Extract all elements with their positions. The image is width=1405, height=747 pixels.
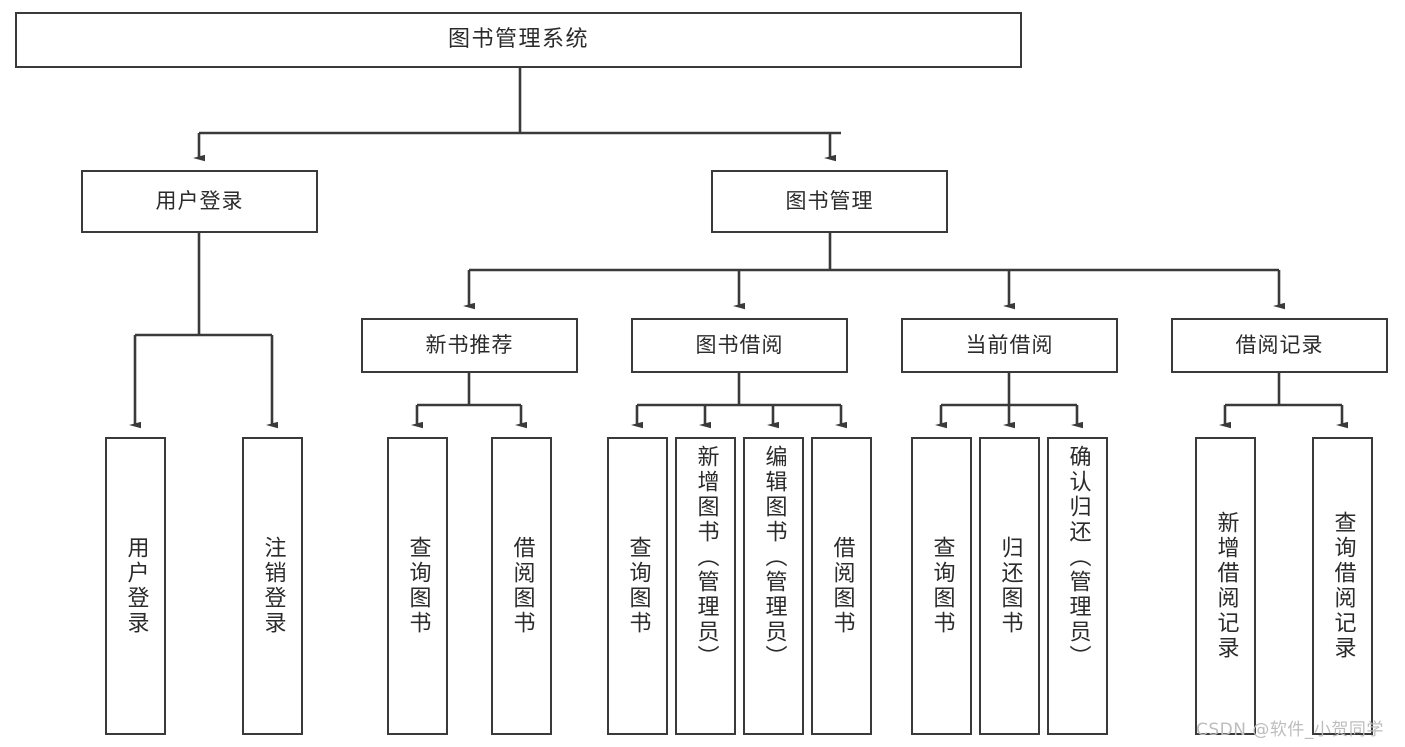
node-leaf-return-book[interactable]: 归还图书 <box>979 437 1040 735</box>
node-book-manage[interactable]: 图书管理 <box>711 170 948 233</box>
node-leaf-add-book-label: 新增图书（管理员） <box>693 445 719 670</box>
node-leaf-user-login[interactable]: 用户登录 <box>105 437 166 735</box>
node-leaf-borrow-book-1[interactable]: 借阅图书 <box>491 437 552 735</box>
node-leaf-query-book-3-label: 查询图书 <box>929 536 955 636</box>
node-leaf-query-book-2[interactable]: 查询图书 <box>607 437 668 735</box>
node-user-login[interactable]: 用户登录 <box>81 170 318 233</box>
node-leaf-add-record[interactable]: 新增借阅记录 <box>1195 437 1256 735</box>
node-leaf-query-book-1[interactable]: 查询图书 <box>387 437 448 735</box>
node-leaf-add-record-label: 新增借阅记录 <box>1213 511 1239 661</box>
node-borrow-record[interactable]: 借阅记录 <box>1171 318 1388 373</box>
node-leaf-query-record[interactable]: 查询借阅记录 <box>1312 437 1373 735</box>
node-current-borrow[interactable]: 当前借阅 <box>901 318 1118 373</box>
node-borrow-record-label: 借阅记录 <box>1235 333 1324 358</box>
node-leaf-query-book-3[interactable]: 查询图书 <box>911 437 972 735</box>
node-leaf-query-record-label: 查询借阅记录 <box>1330 511 1356 661</box>
node-leaf-query-book-2-label: 查询图书 <box>625 536 651 636</box>
node-leaf-add-book[interactable]: 新增图书（管理员） <box>675 437 736 735</box>
node-leaf-query-book-1-label: 查询图书 <box>405 536 431 636</box>
node-root-label: 图书管理系统 <box>447 27 589 53</box>
node-leaf-borrow-book-2[interactable]: 借阅图书 <box>811 437 872 735</box>
node-book-borrow-label: 图书借阅 <box>695 333 784 358</box>
node-current-borrow-label: 当前借阅 <box>965 333 1054 358</box>
node-leaf-confirm-return[interactable]: 确认归还（管理员） <box>1047 437 1108 735</box>
node-leaf-borrow-book-2-label: 借阅图书 <box>829 536 855 636</box>
node-leaf-borrow-book-1-label: 借阅图书 <box>509 536 535 636</box>
node-leaf-confirm-return-label: 确认归还（管理员） <box>1065 445 1091 670</box>
node-book-borrow[interactable]: 图书借阅 <box>631 318 848 373</box>
node-leaf-edit-book[interactable]: 编辑图书（管理员） <box>743 437 804 735</box>
node-leaf-user-login-label: 用户登录 <box>123 536 149 636</box>
node-leaf-return-book-label: 归还图书 <box>997 536 1023 636</box>
node-new-book-recommend-label: 新书推荐 <box>425 333 514 358</box>
node-leaf-edit-book-label: 编辑图书（管理员） <box>761 445 787 670</box>
node-leaf-logout[interactable]: 注销登录 <box>242 437 303 735</box>
node-user-login-label: 用户登录 <box>155 189 244 214</box>
node-leaf-logout-label: 注销登录 <box>260 536 286 636</box>
node-root[interactable]: 图书管理系统 <box>15 12 1022 68</box>
node-new-book-recommend[interactable]: 新书推荐 <box>361 318 578 373</box>
csdn-watermark: CSDN @软件_小贺同学 <box>1196 720 1384 740</box>
node-book-manage-label: 图书管理 <box>785 189 874 214</box>
